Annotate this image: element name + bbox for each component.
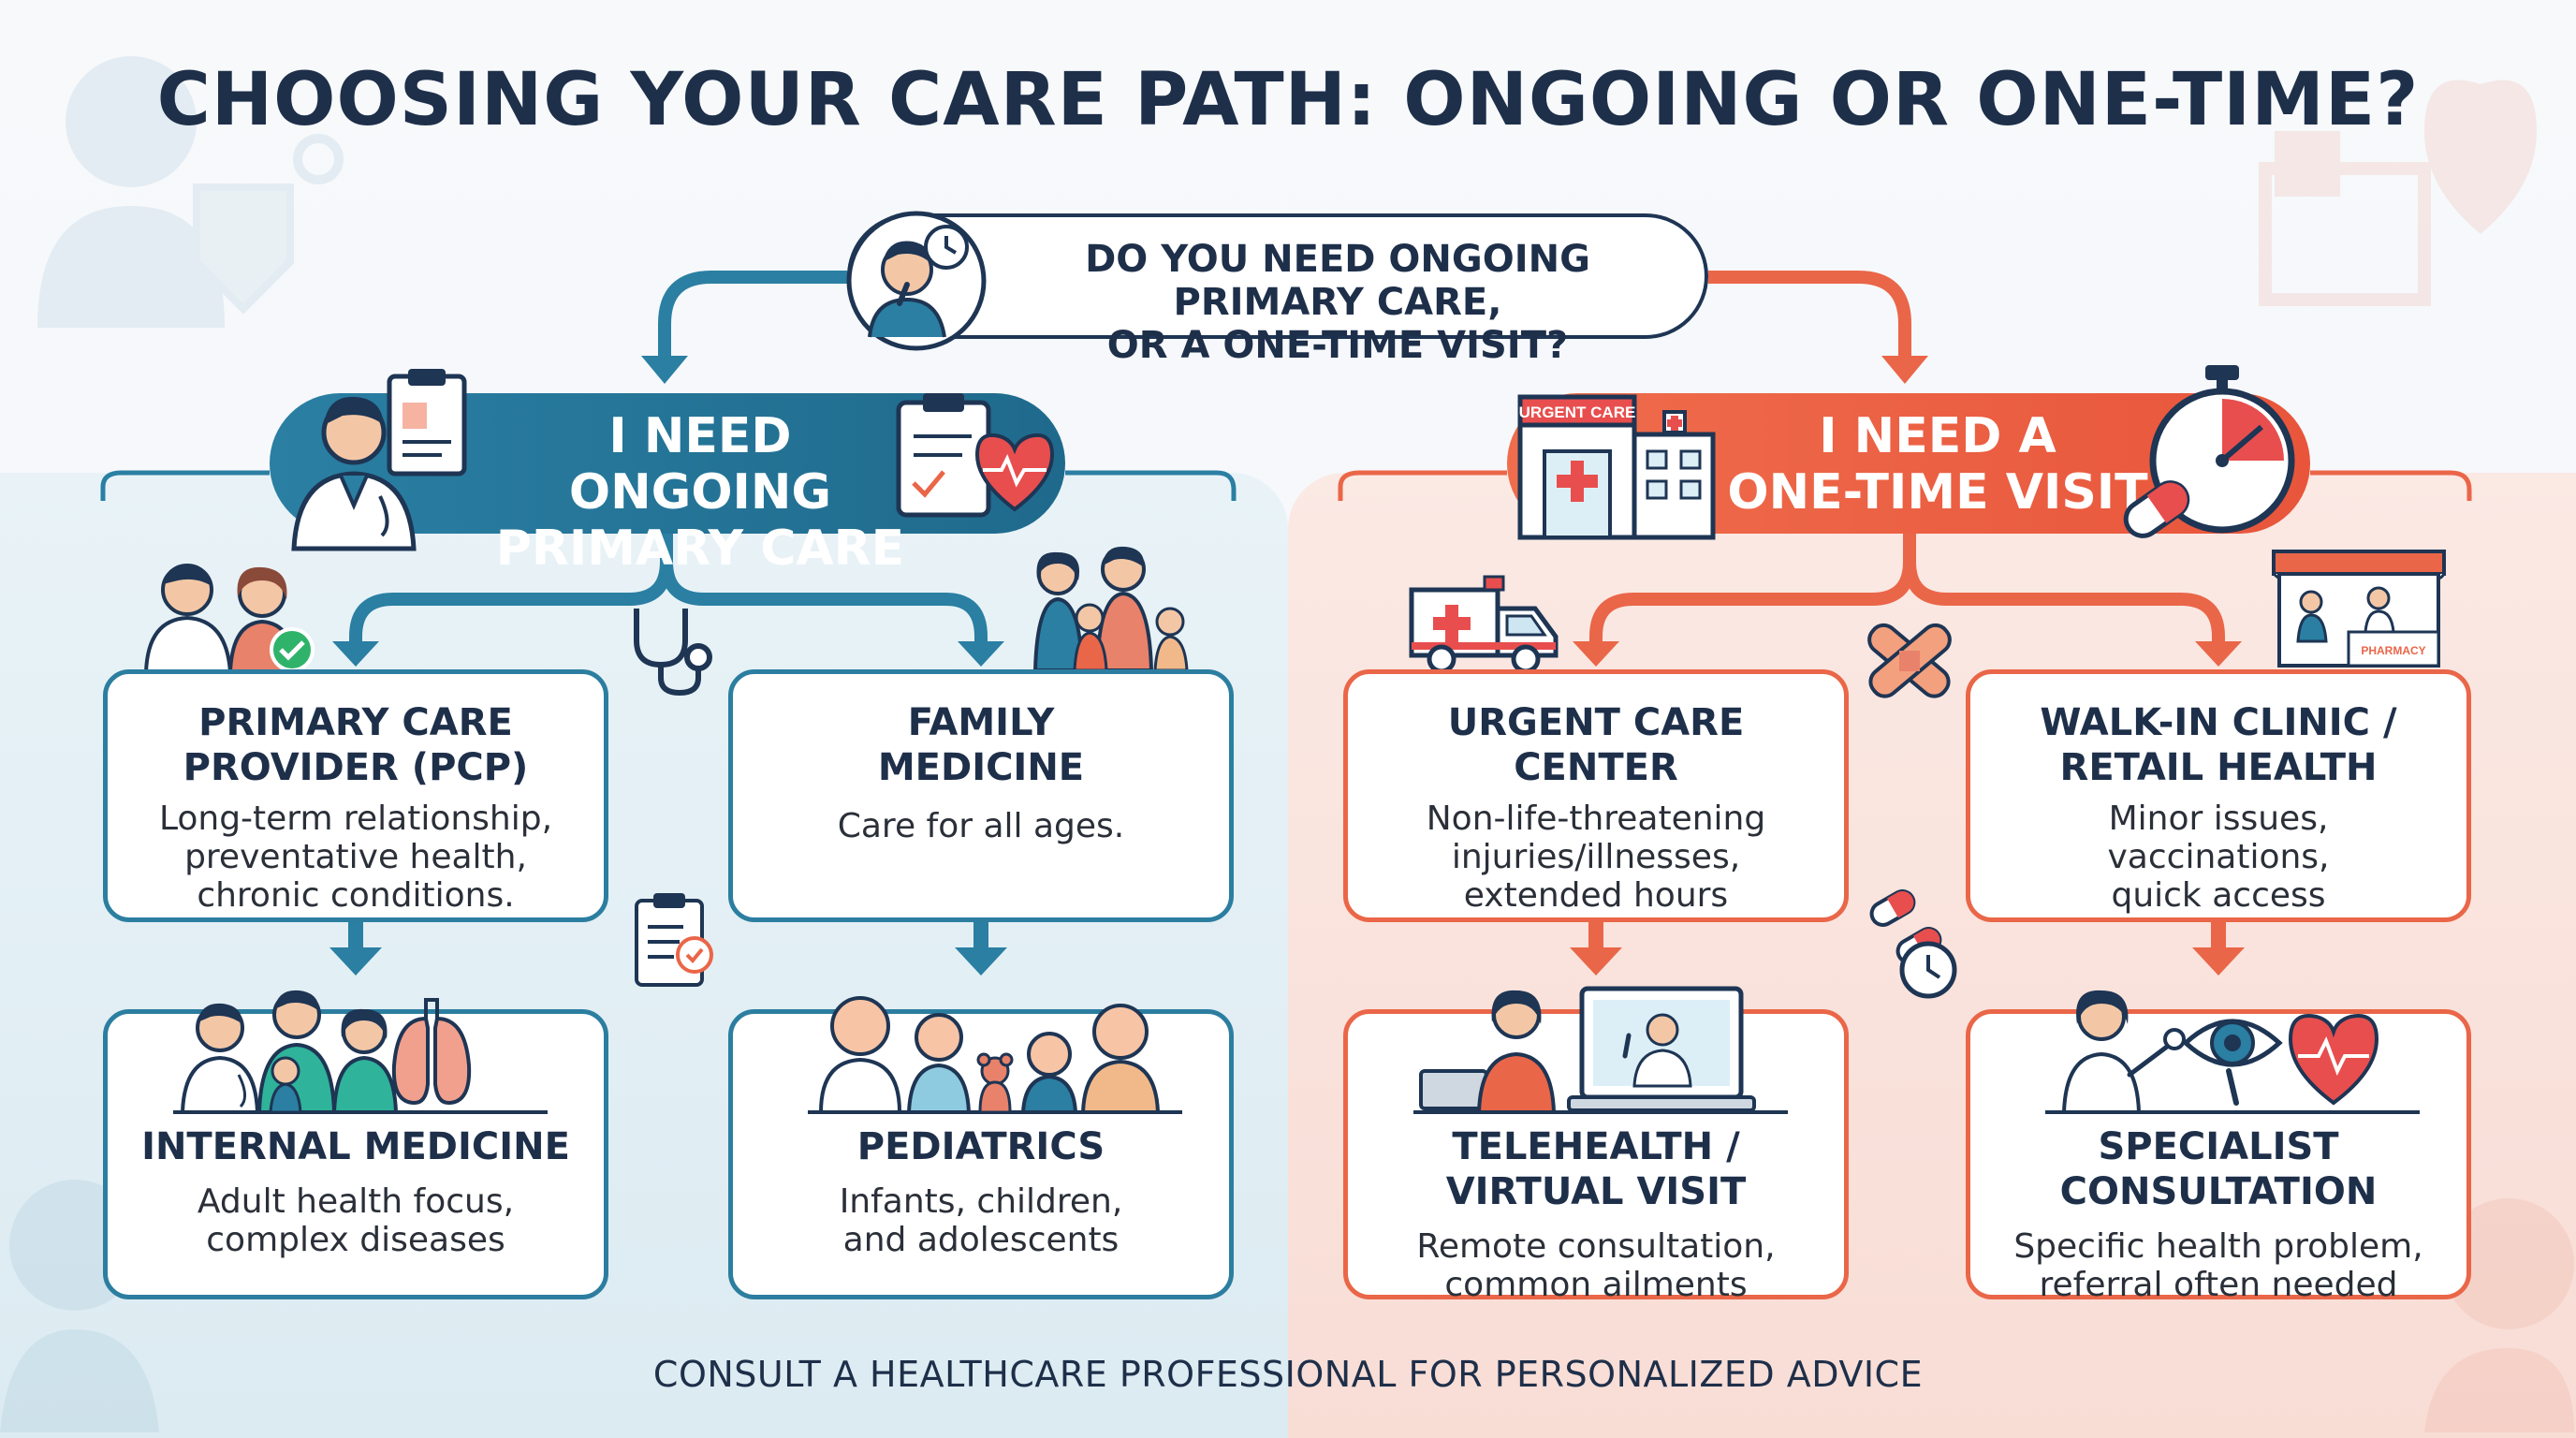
onetime-line-2: ONE-TIME VISIT: [1727, 464, 2148, 521]
video-call-laptop-icon: [1413, 986, 1788, 1114]
urgent-desc-line-2: injuries/illnesses,: [1451, 838, 1741, 876]
internal-desc-line-2: complex diseases: [206, 1221, 505, 1259]
pcp-title-line-1: PRIMARY CARE: [198, 701, 513, 744]
bandage-icon: [1867, 623, 1952, 698]
card-urgent-care-center[interactable]: URGENT CARE CENTER Non-life-threatening …: [1343, 669, 1849, 922]
walkin-desc-line-2: vaccinations,: [2107, 838, 2330, 876]
telehealth-title: TELEHEALTH / VIRTUAL VISIT: [1445, 1125, 1747, 1213]
retail-pharmacy-icon: PHARMACY: [2272, 550, 2446, 668]
footer-disclaimer: CONSULT A HEALTHCARE PROFESSIONAL FOR PE…: [652, 1354, 1924, 1395]
background-person-icon: [2424, 1198, 2574, 1432]
urgent-desc-line-3: extended hours: [1463, 876, 1729, 915]
page-title: CHOOSING YOUR CARE PATH: ONGOING OR ONE-…: [156, 58, 2420, 142]
specialist-desc-line-2: referral often needed: [2039, 1266, 2398, 1304]
card-internal-medicine[interactable]: INTERNAL MEDICINE Adult health focus, co…: [103, 990, 608, 1299]
doctor-patient-icon: [143, 564, 315, 674]
urgent-title-line-2: CENTER: [1514, 746, 1678, 789]
ongoing-care-pill: I NEED ONGOING PRIMARY CARE: [270, 369, 1065, 577]
stopwatch-pill-icon: [2123, 365, 2295, 538]
pediatrics-title: PEDIATRICS: [856, 1125, 1105, 1168]
question-line-1: DO YOU NEED ONGOING PRIMARY CARE,: [1085, 238, 1590, 324]
urgent-desc-line-1: Non-life-threatening: [1426, 800, 1766, 838]
decision-question: DO YOU NEED ONGOING PRIMARY CARE, OR A O…: [846, 211, 1708, 367]
onetime-visit-pill: URGENT CARE I NEED A ONE-TIME VISIT: [1507, 365, 2310, 540]
card-family-medicine[interactable]: FAMILY MEDICINE Care for all ages.: [728, 669, 1234, 922]
pcp-title-line-2: PROVIDER (PCP): [183, 746, 529, 789]
internal-title: INTERNAL MEDICINE: [141, 1125, 570, 1168]
card-pediatrics[interactable]: PEDIATRICS Infants, children, and adoles…: [728, 996, 1234, 1299]
pediatrics-desc-line-1: Infants, children,: [839, 1182, 1123, 1221]
specialist-eye-heart-icon: [2045, 990, 2420, 1114]
pcp-desc-line-2: preventative health,: [184, 838, 527, 876]
urgent-care-building-icon: URGENT CARE: [1517, 394, 1716, 540]
pills-clock-icon: [1869, 889, 1957, 999]
specialist-desc-line-1: Specific health problem,: [2013, 1227, 2423, 1266]
ambulance-icon: [1409, 575, 1559, 674]
walkin-desc-line-1: Minor issues,: [2108, 800, 2329, 838]
card-telehealth[interactable]: TELEHEALTH / VIRTUAL VISIT Remote consul…: [1343, 986, 1849, 1304]
stethoscope-icon: [634, 609, 712, 697]
family-desc-line-1: Care for all ages.: [837, 807, 1125, 845]
ongoing-line-1: I NEED ONGOING: [568, 408, 832, 521]
card-walk-in-clinic[interactable]: WALK-IN CLINIC / RETAIL HEALTH Minor iss…: [1966, 669, 2471, 922]
urgent-care-sign: URGENT CARE: [1519, 404, 1636, 421]
checklist-clipboard-icon: [635, 893, 713, 987]
card-primary-care-provider[interactable]: PRIMARY CARE PROVIDER (PCP) Long-term re…: [103, 669, 608, 922]
pcp-desc-line-3: chronic conditions.: [197, 876, 515, 915]
family-title-line-1: FAMILY: [907, 701, 1055, 744]
clipboard-heart-icon: [896, 393, 1055, 518]
pharmacy-sign: PHARMACY: [2361, 644, 2425, 657]
card-specialist-consultation[interactable]: SPECIALIST CONSULTATION Specific health …: [1966, 990, 2471, 1304]
onetime-line-1: I NEED A: [1819, 408, 2056, 464]
thinking-person-icon: [846, 211, 987, 351]
family-group-icon: [1032, 546, 1189, 672]
telehealth-desc-line-2: common ailments: [1444, 1266, 1748, 1304]
telehealth-desc-line-1: Remote consultation,: [1416, 1227, 1776, 1266]
family-title-line-2: MEDICINE: [877, 746, 1085, 789]
children-toys-icon: [808, 996, 1182, 1114]
urgent-title-line-1: URGENT CARE: [1447, 701, 1745, 744]
internal-desc-line-1: Adult health focus,: [197, 1182, 515, 1221]
walkin-title-line-2: RETAIL HEALTH: [2059, 746, 2378, 789]
pediatrics-desc-line-2: and adolescents: [842, 1221, 1120, 1259]
doctor-avatar-icon: [291, 369, 467, 551]
background-hospital-icon: [2259, 80, 2537, 306]
question-line-2: OR A ONE-TIME VISIT?: [1106, 324, 1569, 367]
arrow-to-ongoing: [641, 356, 688, 384]
walkin-title-line-1: WALK-IN CLINIC /: [2040, 701, 2397, 744]
specialist-title: SPECIALIST CONSULTATION: [2059, 1125, 2378, 1213]
walkin-desc-line-3: quick access: [2111, 876, 2326, 915]
adult-patients-lungs-icon: [173, 990, 548, 1114]
background-doctor-icon: [37, 56, 344, 328]
pcp-desc-line-1: Long-term relationship,: [158, 800, 553, 838]
ongoing-line-2: PRIMARY CARE: [495, 521, 905, 577]
